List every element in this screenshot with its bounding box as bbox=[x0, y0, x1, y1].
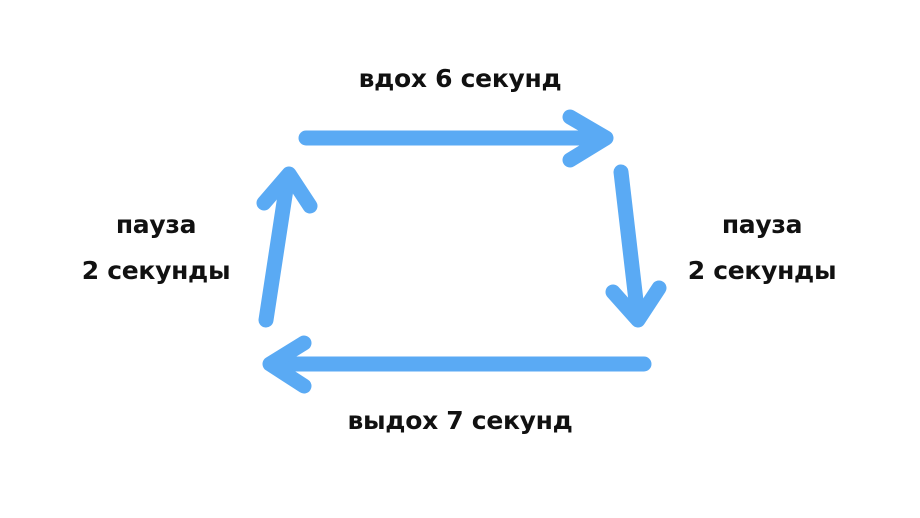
arrow-inhale bbox=[298, 109, 614, 168]
pause-left-label-line1: пауза bbox=[115, 210, 197, 239]
pause-right-label: пауза 2 секунды bbox=[688, 202, 837, 294]
pause-left-label-line2: 2 секунды bbox=[81, 256, 231, 285]
pause-right-label-line1: пауза bbox=[721, 210, 803, 239]
exhale-label: выдох 7 секунд bbox=[347, 406, 573, 435]
arrow-exhale bbox=[262, 335, 652, 394]
arrow-pause-left bbox=[256, 166, 318, 328]
pause-right-label-line2: 2 секунды bbox=[687, 256, 837, 285]
pause-left-label: пауза 2 секунды bbox=[82, 202, 231, 294]
inhale-label: вдох 6 секунд bbox=[358, 64, 562, 93]
arrow-pause-right bbox=[605, 164, 667, 328]
